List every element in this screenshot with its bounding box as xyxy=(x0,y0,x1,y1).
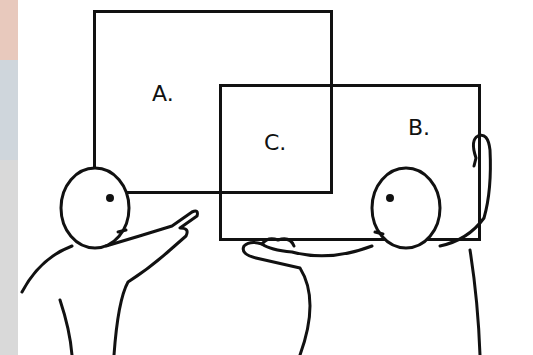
left-eye xyxy=(108,196,113,201)
left-pointing-arm xyxy=(106,211,197,355)
right-fingers xyxy=(262,239,294,246)
set-letter: B. xyxy=(408,115,430,140)
overlap-rectangle: B. xyxy=(219,84,481,241)
right-head xyxy=(372,168,440,248)
overlap-rectangle: A. xyxy=(93,10,333,194)
right-eye xyxy=(388,196,393,201)
left-mouth xyxy=(118,230,126,232)
left-head xyxy=(61,168,129,248)
left-shoulder xyxy=(22,246,72,292)
right-raised-arm xyxy=(440,135,490,246)
overlap-letter: C. xyxy=(264,130,286,155)
right-mouth xyxy=(375,232,383,234)
set-letter: A. xyxy=(152,81,174,106)
right-holding-arm xyxy=(243,242,372,355)
right-body xyxy=(470,250,480,355)
left-body xyxy=(60,300,72,355)
